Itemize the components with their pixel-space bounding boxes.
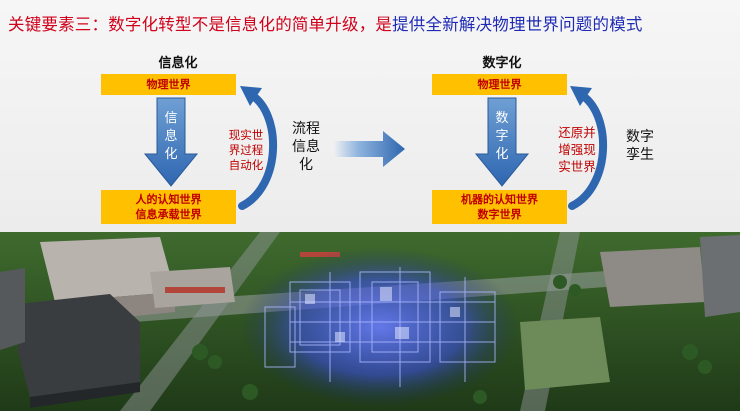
left-curved-arrow-icon: [238, 86, 278, 210]
left-arrow-char-1: 信: [164, 111, 178, 126]
right-arrow-char-1: 数: [495, 111, 509, 126]
right-arrow-icon: [333, 131, 405, 167]
right-side-note-line2: 增强现: [558, 142, 596, 157]
city-illustration: [0, 232, 740, 411]
left-arrow-text: 信 息 化: [161, 110, 181, 164]
left-bottom-box-line1: 人的认知世界: [135, 193, 202, 206]
title-prefix: 关键要素三：数字化转型不是信息化的简单升级，是: [8, 15, 393, 34]
left-side-note-line1: 现实世: [228, 128, 264, 142]
right-side-note-line1: 还原并: [558, 125, 596, 140]
left-heading: 信息化: [158, 56, 198, 71]
middle-label: 流程 信息 化: [286, 120, 326, 174]
twin-label-line2: 孪生: [626, 147, 654, 163]
twin-label: 数字 孪生: [620, 128, 660, 164]
right-side-note-line3: 实世界: [558, 159, 596, 174]
right-curved-arrow-icon: [568, 86, 608, 210]
left-bottom-box: 人的认知世界 信息承载世界: [101, 190, 236, 224]
slide-title: 关键要素三：数字化转型不是信息化的简单升级，是提供全新解决物理世界问题的模式: [8, 11, 643, 35]
title-emphasis: 提供全新解决物理世界问题的模式: [392, 15, 643, 34]
right-bottom-box: 机器的认知世界 数字世界: [432, 190, 567, 224]
digital-twin-city-image: [0, 232, 740, 411]
right-heading: 数字化: [482, 56, 522, 71]
right-bottom-box-line1: 机器的认知世界: [461, 193, 538, 206]
left-top-box: 物理世界: [101, 74, 236, 95]
twin-label-line1: 数字: [626, 129, 654, 145]
middle-label-line2: 信息: [292, 139, 320, 155]
right-side-note: 还原并 增强现 实世界: [555, 124, 599, 175]
right-down-arrow: [474, 97, 530, 187]
left-arrow-char-3: 化: [164, 147, 178, 162]
right-arrow-char-2: 字: [495, 129, 509, 144]
right-top-box: 物理世界: [432, 74, 567, 95]
right-arrow-char-3: 化: [495, 147, 509, 162]
left-side-note: 现实世 界过程 自动化: [224, 128, 268, 173]
left-side-note-line3: 自动化: [228, 158, 264, 172]
left-arrow-char-2: 息: [164, 129, 178, 144]
left-top-box-label: 物理世界: [146, 78, 191, 91]
right-bottom-box-line2: 数字世界: [477, 208, 522, 221]
middle-label-line1: 流程: [292, 121, 320, 137]
middle-label-line3: 化: [299, 157, 313, 173]
right-arrow-text: 数 字 化: [492, 110, 512, 164]
left-bottom-box-line2: 信息承载世界: [135, 208, 202, 221]
right-top-box-label: 物理世界: [477, 78, 522, 91]
left-down-arrow: [143, 97, 199, 187]
left-side-note-line2: 界过程: [228, 143, 264, 157]
